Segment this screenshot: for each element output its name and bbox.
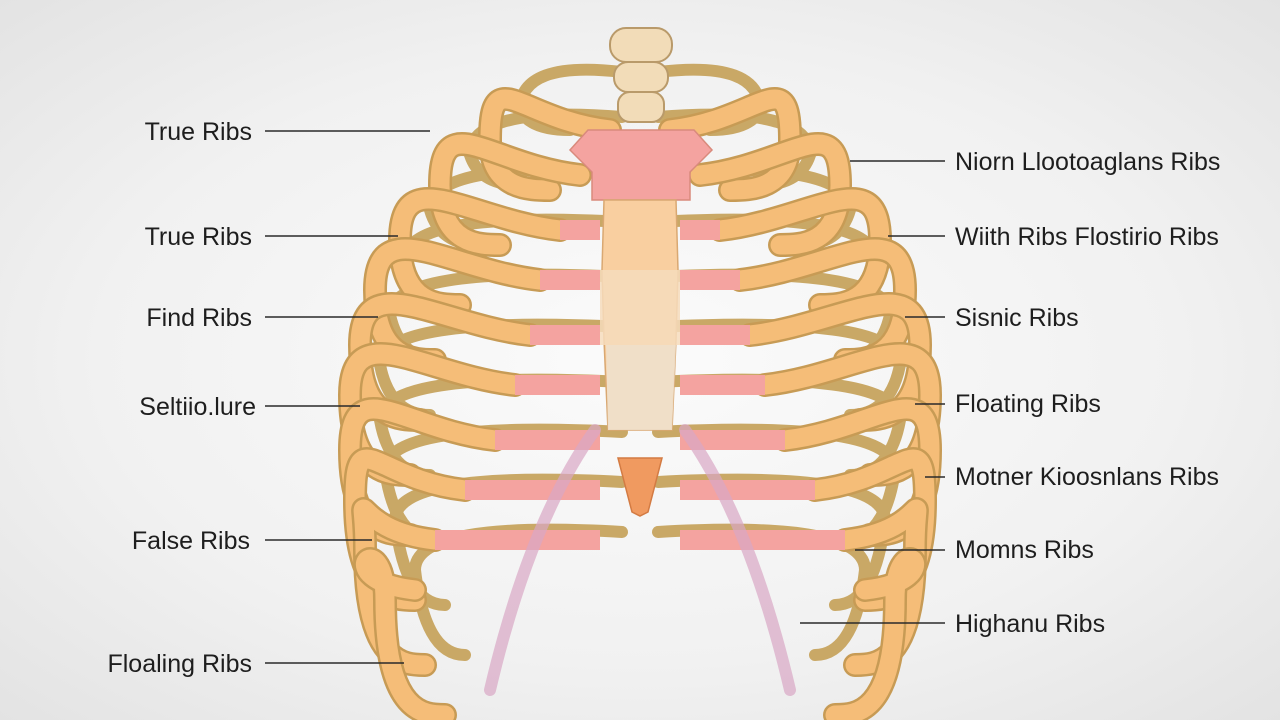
sternum-lower [606,345,676,430]
left-label-6: Floaling Ribs [107,650,252,678]
anterior-rib [356,549,455,720]
manubrium [568,129,714,201]
costal-margin [484,424,601,696]
rib-cage-illustration [337,27,943,720]
right-label-1: Niorn Llootoaglans Ribs [955,148,1220,176]
costal-margin [679,424,796,696]
posterior-rib [652,523,872,661]
cervical-vertebra [609,27,673,63]
costal-cartilages [435,220,845,696]
anterior-ribs [337,87,943,720]
right-label-5: Motner Kioosnlans Ribs [955,463,1219,491]
left-label-3: Find Ribs [146,304,252,332]
anterior-rib [690,134,850,255]
anterior-rib [825,549,924,720]
sternum [568,129,714,517]
sternum-middle [600,270,680,345]
spine [609,27,673,123]
xiphoid-process [617,457,663,517]
thoracic-vertebra [617,91,665,123]
posterior-rib [408,523,628,661]
right-label-7: Highanu Ribs [955,610,1105,638]
cervical-vertebra [613,61,669,93]
anterior-rib [660,89,800,200]
right-label-3: Sisnic Ribs [955,304,1079,332]
left-label-4: Seltiio.lure [139,393,256,421]
left-label-2: True Ribs [145,223,252,251]
left-labels: True Ribs True Ribs Find Ribs Seltiio.lu… [107,118,256,678]
right-labels: Niorn Llootoaglans Ribs Wiith Ribs Flost… [955,148,1220,638]
right-label-6: Momns Ribs [955,536,1094,564]
right-label-4: Floating Ribs [955,390,1101,418]
anterior-rib [480,89,620,200]
left-label-5: False Ribs [132,527,250,555]
label-leader-lines [265,130,945,664]
anterior-rib [430,134,590,255]
right-label-2: Wiith Ribs Flostirio Ribs [955,223,1219,251]
left-label-1: True Ribs [145,118,252,146]
